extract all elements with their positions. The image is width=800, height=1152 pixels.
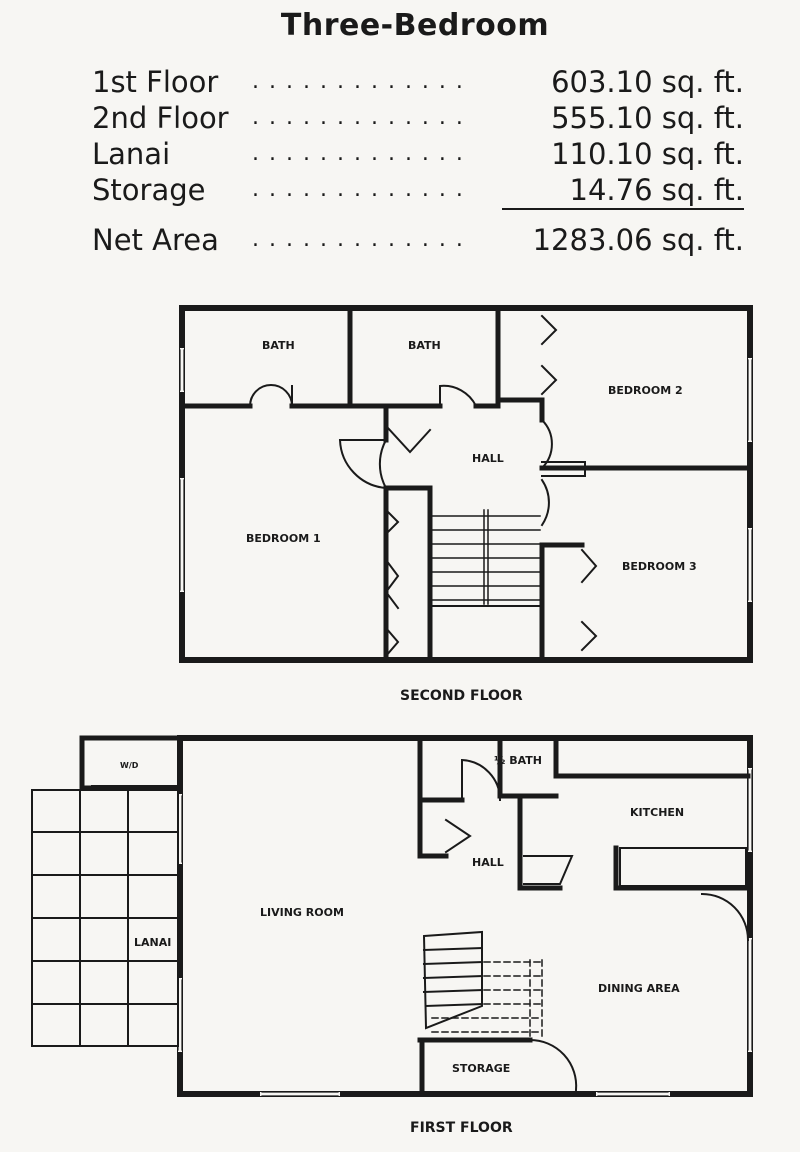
windows [180, 348, 752, 602]
area-value: 555.10 sq. ft. [551, 101, 744, 135]
floor-plans: BATH BATH BEDROOM 2 HALL BEDROOM 1 BEDRO… [31, 305, 753, 1136]
area-value: 1283.06 sq. ft. [532, 223, 744, 257]
area-label: Lanai [92, 137, 171, 171]
second-floor-plan [179, 305, 753, 663]
leader-dots: ....................... [252, 141, 474, 166]
lanai-grid [31, 789, 179, 1047]
room-label-bedroom-2: BEDROOM 2 [608, 384, 683, 397]
area-row-1st-floor: 1st Floor ....................... 603.10… [92, 64, 744, 100]
room-label-bath: BATH [408, 339, 441, 352]
area-row-2nd-floor: 2nd Floor ....................... 555.10… [92, 100, 744, 136]
area-label: 1st Floor [92, 65, 219, 99]
room-label-hall: HALL [472, 856, 504, 869]
second-floor-labels: BATH BATH BEDROOM 2 HALL BEDROOM 1 BEDRO… [246, 339, 697, 704]
room-label-bedroom-1: BEDROOM 1 [246, 532, 321, 545]
leader-dots: ....................... [252, 177, 474, 202]
area-summary-table: 1st Floor ....................... 603.10… [92, 64, 744, 258]
room-label-bath: BATH [262, 339, 295, 352]
room-label-hall: HALL [472, 452, 504, 465]
page-title: Three-Bedroom [280, 8, 550, 43]
area-value: 110.10 sq. ft. [551, 137, 744, 171]
leader-dots: ....................... [252, 227, 474, 252]
first-floor-labels: W/D ½ BATH KITCHEN HALL LIVING ROOM LANA… [120, 754, 684, 1136]
area-row-lanai: Lanai ....................... 110.10 sq.… [92, 136, 744, 172]
area-value: 603.10 sq. ft. [551, 65, 744, 99]
first-floor-outline [177, 735, 753, 1097]
area-label: Storage [92, 173, 206, 207]
area-label: Net Area [92, 223, 219, 257]
room-label-half-bath: ½ BATH [494, 754, 542, 767]
leader-dots: ....................... [252, 105, 474, 130]
second-floor-caption: SECOND FLOOR [400, 688, 523, 704]
area-label: 2nd Floor [92, 101, 229, 135]
sum-rule [502, 208, 744, 210]
area-row-net: Net Area ....................... 1283.06… [92, 222, 744, 258]
leader-dots: ....................... [252, 69, 474, 94]
room-label-dining-area: DINING AREA [598, 982, 680, 995]
area-value: 14.76 sq. ft. [569, 173, 744, 207]
room-label-living-room: LIVING ROOM [260, 906, 344, 919]
room-label-lanai: LANAI [134, 936, 171, 949]
room-label-storage: STORAGE [452, 1062, 510, 1075]
first-floor-plan [79, 735, 753, 1097]
area-row-storage: Storage ....................... 14.76 sq… [92, 172, 744, 208]
second-floor-outline [179, 305, 753, 663]
room-label-bedroom-3: BEDROOM 3 [622, 560, 697, 573]
room-label-wd: W/D [120, 761, 139, 770]
room-label-kitchen: KITCHEN [630, 806, 684, 819]
first-floor-caption: FIRST FLOOR [410, 1120, 513, 1136]
